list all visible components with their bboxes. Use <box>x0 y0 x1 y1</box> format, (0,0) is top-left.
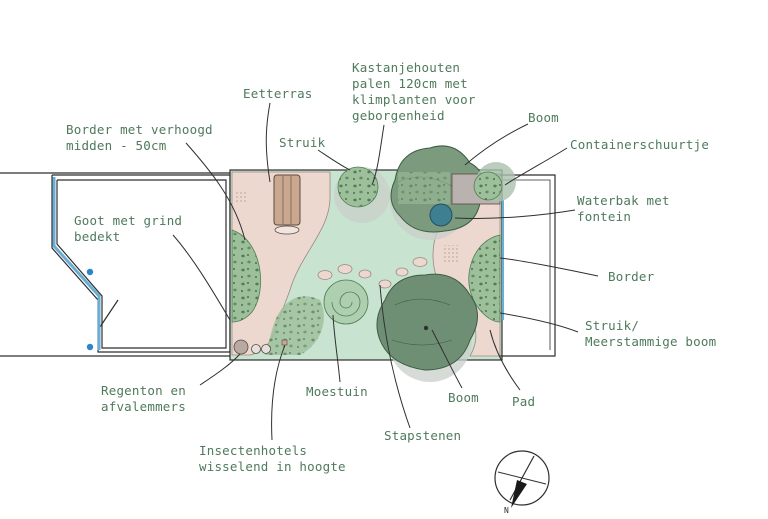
compass-north-label: N <box>504 506 510 515</box>
label-goot: Goot met grind bedekt <box>74 213 183 244</box>
vegetable-garden <box>323 279 369 325</box>
dining-table <box>273 174 301 235</box>
house-outline <box>0 172 232 357</box>
label-stapstenen: Stapstenen <box>384 428 462 443</box>
label-insectenhotels: Insectenhotels wisselend in hoogte <box>199 443 346 474</box>
label-border-right: Border <box>608 269 655 284</box>
water-basin <box>429 203 453 227</box>
rain-barrel-and-bins <box>233 339 271 355</box>
paving <box>231 171 501 357</box>
stepping-stones <box>317 257 428 289</box>
label-pad: Pad <box>512 394 536 409</box>
label-boom-top: Boom <box>528 110 559 125</box>
raised-border <box>231 229 262 323</box>
right-border <box>468 234 501 323</box>
tree-bottom <box>376 273 478 382</box>
label-struik: Struik <box>279 135 326 150</box>
label-moestuin: Moestuin <box>306 384 368 399</box>
drain-point <box>86 343 94 351</box>
label-waterbak: Waterbak met fontein <box>577 193 670 224</box>
label-boom-bottom: Boom <box>448 390 479 405</box>
label-kastanjehouten: Kastanjehouten palen 120cm met klimplant… <box>352 60 476 123</box>
drain-point <box>86 268 94 276</box>
leader-lines <box>172 102 599 441</box>
shrub-top <box>334 166 390 223</box>
label-eetterras: Eetterras <box>243 86 313 101</box>
label-border-verhoogd: Border met verhoogd midden - 50cm <box>66 122 213 153</box>
label-containerschuurtje: Containerschuurtje <box>570 137 710 152</box>
container-shed <box>451 162 516 205</box>
compass <box>494 450 550 508</box>
label-regenton: Regenton en afvalemmers <box>101 383 186 414</box>
gutter <box>52 177 101 351</box>
label-struik-meerstammige: Struik/ Meerstammige boom <box>585 318 717 349</box>
